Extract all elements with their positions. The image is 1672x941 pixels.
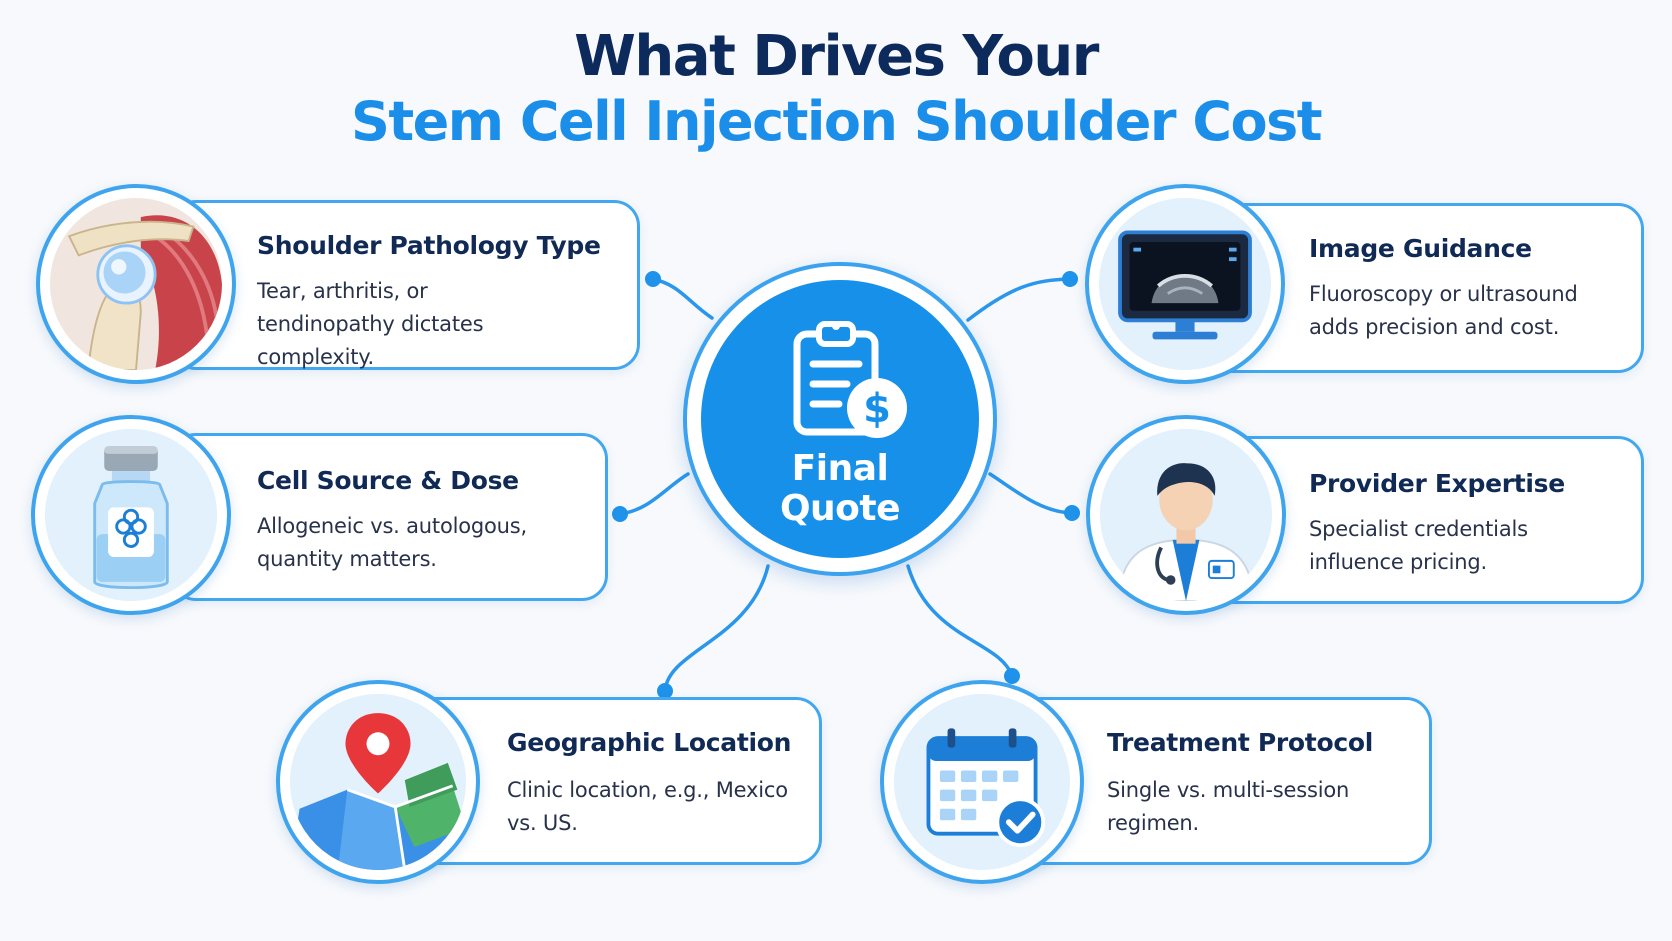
final-quote-hub: $ Final Quote <box>683 262 997 576</box>
factor-title: Cell Source & Dose <box>257 466 519 495</box>
factor-title: Image Guidance <box>1309 234 1532 263</box>
title-line-1: What Drives Your <box>574 24 1099 89</box>
connector-dot-treatment-protocol <box>1004 668 1020 684</box>
factor-description: Clinic location, e.g., Mexico vs. US. <box>507 778 788 835</box>
factor-title: Provider Expertise <box>1309 469 1565 498</box>
factor-description: Single vs. multi-session regimen. <box>1107 778 1350 835</box>
connector-cell-source <box>618 472 690 516</box>
factor-card-shoulder-pathology: Shoulder Pathology Type Tear, arthritis,… <box>170 200 640 370</box>
connector-geographic-location <box>663 564 770 693</box>
connector-treatment-protocol <box>906 564 1014 678</box>
connector-dot-shoulder-pathology <box>645 271 661 287</box>
factor-description: Specialist credentials influence pricing… <box>1309 517 1528 574</box>
calendar-check-icon <box>880 680 1084 884</box>
shoulder-joint-icon <box>36 184 236 384</box>
connector-dot-cell-source <box>612 506 628 522</box>
connector-dot-image-guidance <box>1062 271 1078 287</box>
connector-provider-expertise <box>988 472 1074 515</box>
ultrasound-monitor-icon <box>1085 184 1285 384</box>
factor-description: Fluoroscopy or ultrasound adds precision… <box>1309 282 1578 339</box>
factor-description: Tear, arthritis, or tendinopathy dictate… <box>257 279 484 369</box>
vial-icon <box>31 415 231 615</box>
connector-dot-provider-expertise <box>1064 505 1080 521</box>
factor-title: Geographic Location <box>507 728 792 757</box>
factor-card-cell-source: Cell Source & Dose Allogeneic vs. autolo… <box>170 433 608 601</box>
factor-description: Allogeneic vs. autologous, quantity matt… <box>257 514 527 571</box>
final-quote-circle: $ Final Quote <box>701 280 979 558</box>
factor-title: Shoulder Pathology Type <box>257 231 601 260</box>
connector-image-guidance <box>966 277 1072 322</box>
factor-title: Treatment Protocol <box>1107 728 1373 757</box>
svg-text:$: $ <box>863 386 891 432</box>
final-quote-line-2: Quote <box>779 488 901 529</box>
map-pin-icon <box>276 680 480 884</box>
clipboard-dollar-icon: $ <box>793 321 907 438</box>
connector-shoulder-pathology <box>651 277 714 320</box>
doctor-icon <box>1086 415 1286 615</box>
final-quote-line-1: Final <box>791 448 889 489</box>
title-line-2: Stem Cell Injection Shoulder Cost <box>350 90 1323 153</box>
connector-dot-geographic-location <box>657 683 673 699</box>
